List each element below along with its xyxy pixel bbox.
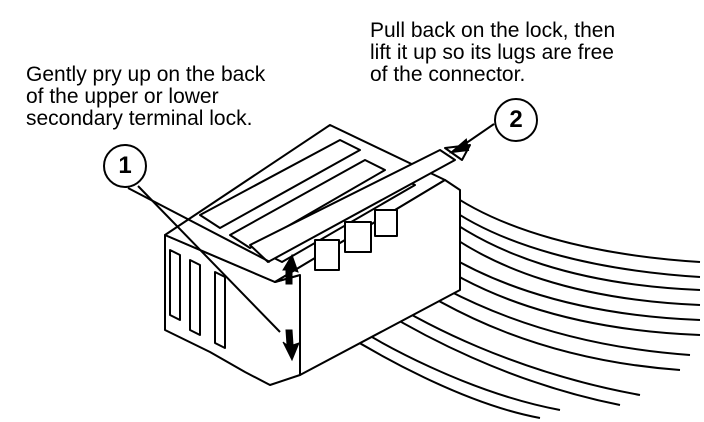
connector-rib bbox=[199, 139, 361, 229]
up-arrow bbox=[282, 253, 299, 285]
callout-1: 1 bbox=[103, 144, 147, 188]
side-rib bbox=[169, 249, 181, 321]
step-1-caption: Gently pry up on the back of the upper o… bbox=[26, 63, 266, 130]
step-2-caption: Pull back on the lock, then lift it up s… bbox=[370, 19, 616, 86]
wire bbox=[444, 204, 701, 278]
secondary-lock bbox=[249, 149, 456, 263]
callout-2: 2 bbox=[494, 98, 538, 142]
leader-arrowhead-2 bbox=[448, 138, 470, 154]
connector-front bbox=[274, 179, 461, 376]
side-rib bbox=[189, 259, 201, 336]
leader-lines bbox=[127, 123, 495, 333]
connector-rib bbox=[229, 159, 386, 249]
leader-line-1b bbox=[137, 185, 281, 333]
down-arrow bbox=[282, 329, 300, 362]
terminal-cavity bbox=[374, 209, 398, 237]
terminal-cavity bbox=[314, 239, 340, 271]
pry-arrows bbox=[282, 253, 300, 362]
wire bbox=[444, 189, 701, 263]
side-rib bbox=[214, 271, 226, 349]
terminal-cavity bbox=[344, 221, 372, 253]
